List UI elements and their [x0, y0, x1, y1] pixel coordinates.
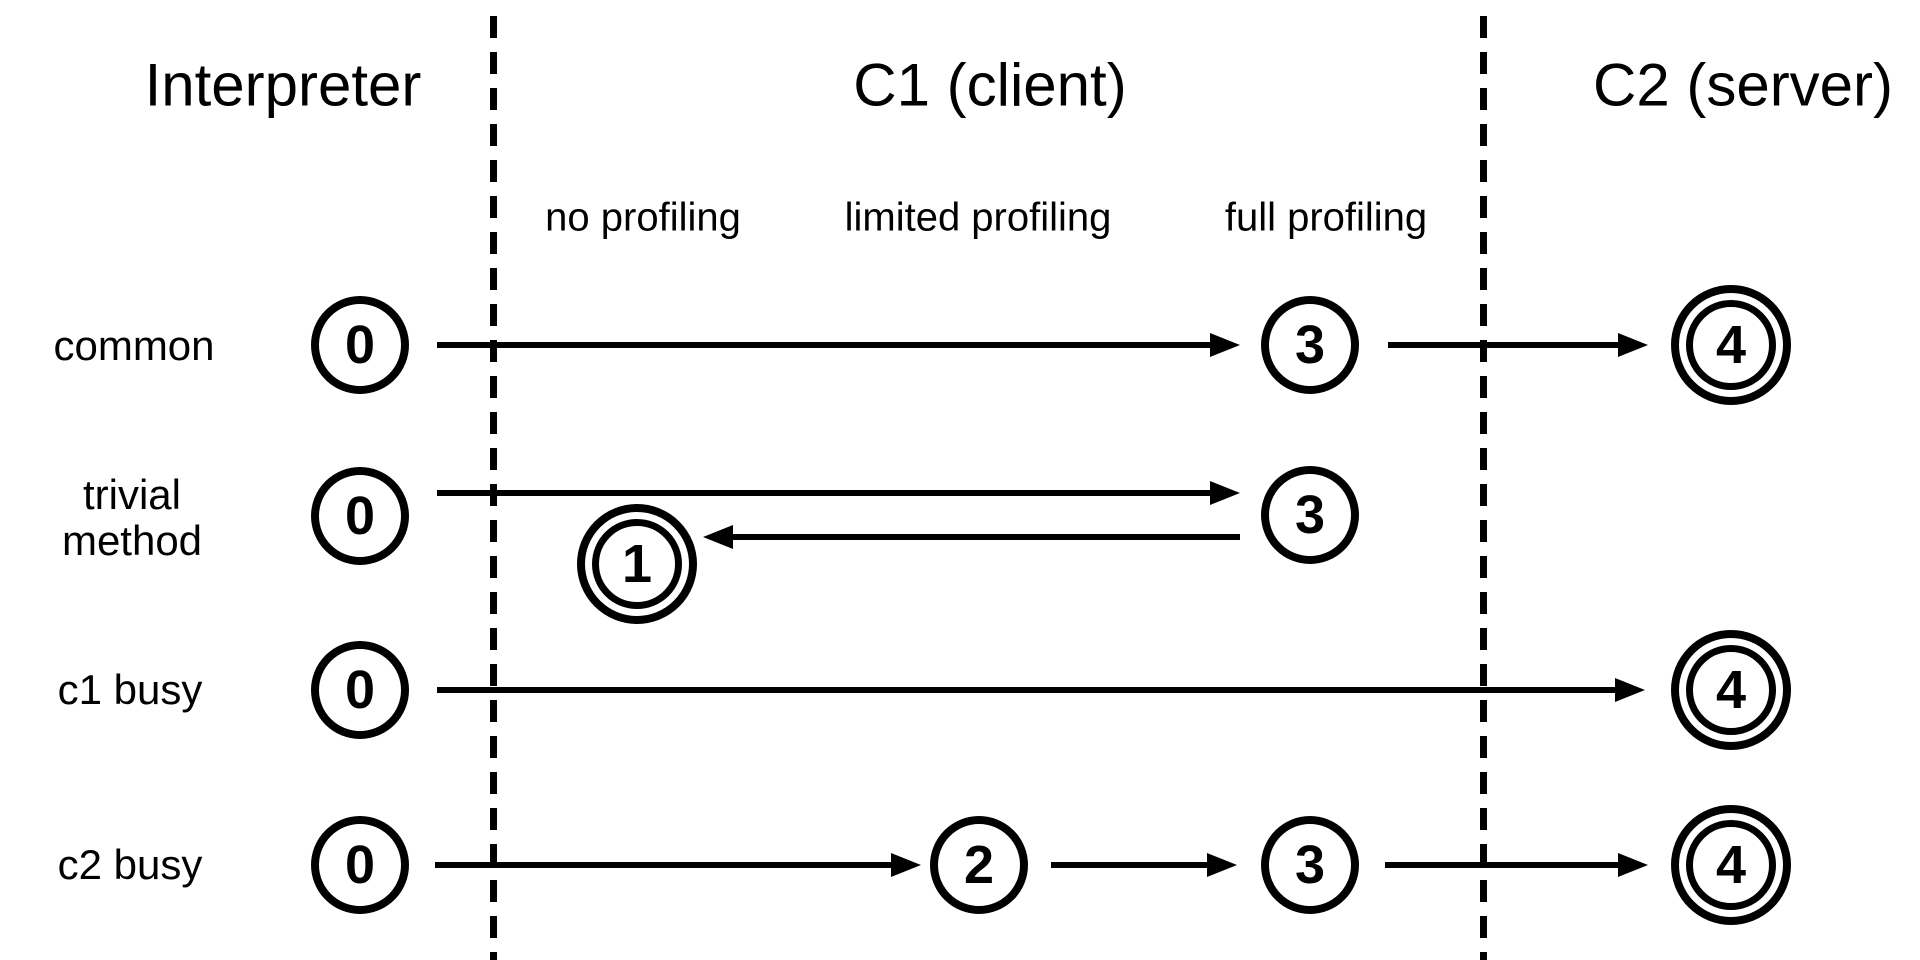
- row-label-trivial-method: trivial method: [61, 470, 203, 564]
- arrow-shaft: [437, 342, 1214, 348]
- state-node-common-tier4-final: 4: [1671, 285, 1791, 405]
- row-label-c1-busy: c1 busy: [57, 665, 203, 713]
- state-number: 1: [621, 534, 653, 594]
- arrow-shaft: [729, 534, 1240, 540]
- state-number: 0: [344, 315, 376, 375]
- row-label-line2: method: [61, 517, 203, 564]
- c1-mode-label-limited-profiling: limited profiling: [844, 195, 1112, 240]
- transition-arrow-c1busy-0-to-4: [437, 678, 1645, 702]
- state-number: 2: [963, 835, 995, 895]
- state-node-c1busy-tier0: 0: [311, 641, 409, 739]
- state-node-common-tier3: 3: [1261, 296, 1359, 394]
- state-node-trivial-tier3: 3: [1261, 466, 1359, 564]
- row-label-common: common: [53, 321, 215, 369]
- state-number: 4: [1715, 315, 1747, 375]
- transition-arrow-common-0-to-3: [437, 333, 1240, 357]
- arrowhead-right-icon: [891, 853, 921, 877]
- c1-mode-label-full-profiling: full profiling: [1224, 195, 1428, 240]
- state-number: 0: [344, 660, 376, 720]
- arrowhead-right-icon: [1615, 678, 1645, 702]
- final-state-inner-ring: 4: [1686, 645, 1776, 735]
- column-header-c1-client: C1 (client): [853, 51, 1127, 119]
- row-label-c2-busy: c2 busy: [57, 840, 203, 888]
- arrow-shaft: [1385, 862, 1622, 868]
- column-header-c2-server: C2 (server): [1592, 51, 1894, 119]
- state-number: 0: [344, 835, 376, 895]
- c1-mode-label-no-profiling: no profiling: [545, 195, 741, 240]
- state-node-c1busy-tier4-final: 4: [1671, 630, 1791, 750]
- arrowhead-right-icon: [1207, 853, 1237, 877]
- state-node-common-tier0: 0: [311, 296, 409, 394]
- state-node-c2busy-tier4-final: 4: [1671, 805, 1791, 925]
- state-number: 3: [1294, 315, 1326, 375]
- state-number: 4: [1715, 660, 1747, 720]
- state-node-trivial-tier0: 0: [311, 467, 409, 565]
- arrow-shaft: [1051, 862, 1211, 868]
- transition-arrow-trivial-0-to-3: [437, 481, 1240, 505]
- state-node-c2busy-tier3: 3: [1261, 816, 1359, 914]
- state-node-trivial-tier1-final: 1: [577, 504, 697, 624]
- state-number: 3: [1294, 835, 1326, 895]
- final-state-inner-ring: 4: [1686, 820, 1776, 910]
- final-state-inner-ring: 1: [592, 519, 682, 609]
- final-state-inner-ring: 4: [1686, 300, 1776, 390]
- transition-arrow-common-3-to-4: [1388, 333, 1648, 357]
- state-node-c2busy-tier0: 0: [311, 816, 409, 914]
- state-number: 4: [1715, 835, 1747, 895]
- state-node-c2busy-tier2: 2: [930, 816, 1028, 914]
- transition-arrow-c2busy-0-to-2: [435, 853, 921, 877]
- arrow-shaft: [435, 862, 895, 868]
- arrowhead-right-icon: [1618, 853, 1648, 877]
- row-label-line1: trivial: [82, 470, 181, 518]
- state-number: 0: [344, 486, 376, 546]
- arrow-shaft: [1388, 342, 1622, 348]
- arrowhead-left-icon: [703, 525, 733, 549]
- dashed-divider-c1-c2: [1480, 16, 1487, 960]
- arrowhead-right-icon: [1210, 333, 1240, 357]
- arrow-shaft: [437, 490, 1214, 496]
- arrowhead-right-icon: [1210, 481, 1240, 505]
- column-header-interpreter: Interpreter: [144, 51, 422, 119]
- state-number: 3: [1294, 485, 1326, 545]
- dashed-divider-interpreter-c1: [490, 16, 497, 960]
- transition-arrow-c2busy-2-to-3: [1051, 853, 1237, 877]
- arrow-shaft: [437, 687, 1619, 693]
- transition-arrow-c2busy-3-to-4: [1385, 853, 1648, 877]
- arrowhead-right-icon: [1618, 333, 1648, 357]
- transition-arrow-trivial-3-to-1: [703, 525, 1240, 549]
